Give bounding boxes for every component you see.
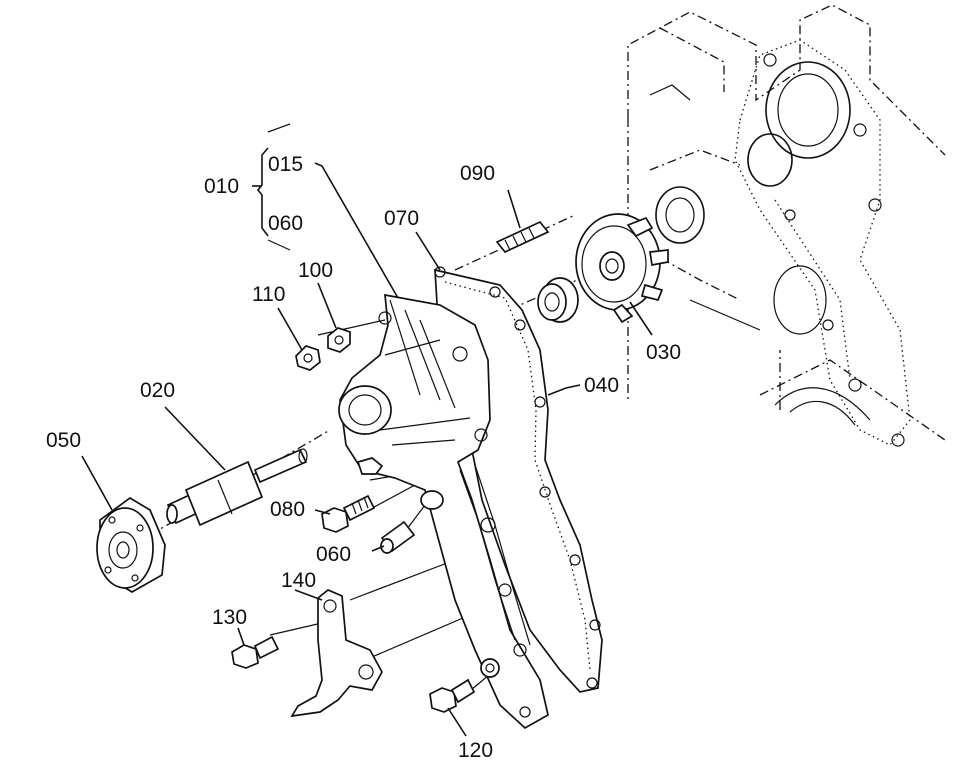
label-015: 015 (268, 153, 303, 176)
seal-040 (537, 277, 579, 323)
pump-body-015 (338, 293, 549, 730)
label-060-bottom: 060 (316, 543, 351, 566)
label-010: 010 (204, 175, 239, 198)
label-110: 110 (252, 283, 285, 306)
washer-110 (295, 345, 321, 371)
stud-090 (495, 220, 550, 254)
bracket-140 (290, 589, 383, 718)
label-050: 050 (46, 429, 81, 452)
label-060-top: 060 (268, 212, 303, 235)
plug-060 (380, 520, 416, 554)
label-140: 140 (281, 569, 316, 592)
label-030: 030 (646, 341, 681, 364)
shaft-020 (166, 448, 308, 527)
label-070: 070 (384, 207, 419, 230)
label-040: 040 (584, 374, 619, 397)
bolt-130 (231, 635, 280, 669)
leader-lines (81, 123, 653, 737)
part-labels: 010 015 060 070 090 100 110 020 050 080 … (46, 153, 681, 762)
engine-block-outline (627, 4, 946, 447)
label-020: 020 (140, 379, 175, 402)
nut-100 (327, 327, 351, 353)
label-100: 100 (298, 259, 333, 282)
label-120: 120 (458, 739, 493, 762)
flange-050 (96, 496, 166, 593)
label-090: 090 (460, 162, 495, 185)
impeller-030 (575, 213, 669, 324)
label-130: 130 (212, 606, 247, 629)
label-080: 080 (270, 498, 305, 521)
bolt-120 (429, 678, 476, 713)
